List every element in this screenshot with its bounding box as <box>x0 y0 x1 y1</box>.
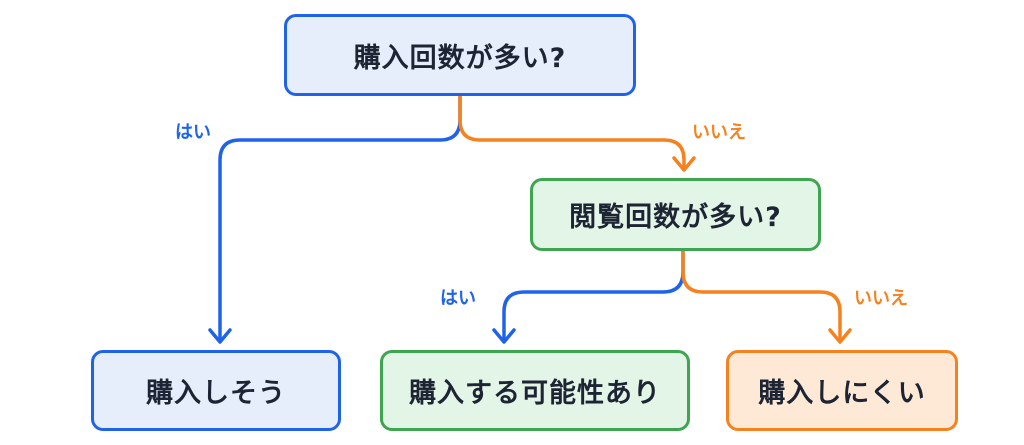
edge-q2-no <box>681 249 842 342</box>
edge-q2-yes <box>502 249 685 342</box>
edge-label-q1-no: いいえ <box>692 122 746 143</box>
arrowhead-q1-no <box>672 156 696 172</box>
edge-label-q1-yes: はい <box>175 122 211 143</box>
arrowhead-q2-no <box>828 328 852 344</box>
question-purchase-count: 購入回数が多い? <box>284 14 636 96</box>
result-likely-purchase-label: 購入しそう <box>146 378 286 409</box>
edge-q1-no <box>458 94 686 170</box>
edge-label-q2-yes: はい <box>440 288 476 309</box>
question-purchase-count-label: 購入回数が多い? <box>353 42 567 74</box>
result-possible-purchase-label: 購入する可能性あり <box>409 378 661 409</box>
result-unlikely-purchase-label: 購入しにくい <box>758 378 926 409</box>
question-view-count: 閲覧回数が多い? <box>530 178 821 251</box>
result-possible-purchase: 購入する可能性あり <box>380 350 690 431</box>
edge-label-q2-no: いいえ <box>854 288 908 309</box>
edge-q1-yes <box>218 94 462 342</box>
question-view-count-label: 閲覧回数が多い? <box>569 202 782 233</box>
result-likely-purchase: 購入しそう <box>91 350 341 431</box>
arrowhead-q2-yes <box>492 328 516 344</box>
result-unlikely-purchase: 購入しにくい <box>726 350 958 431</box>
arrowhead-q1-yes <box>208 328 232 344</box>
